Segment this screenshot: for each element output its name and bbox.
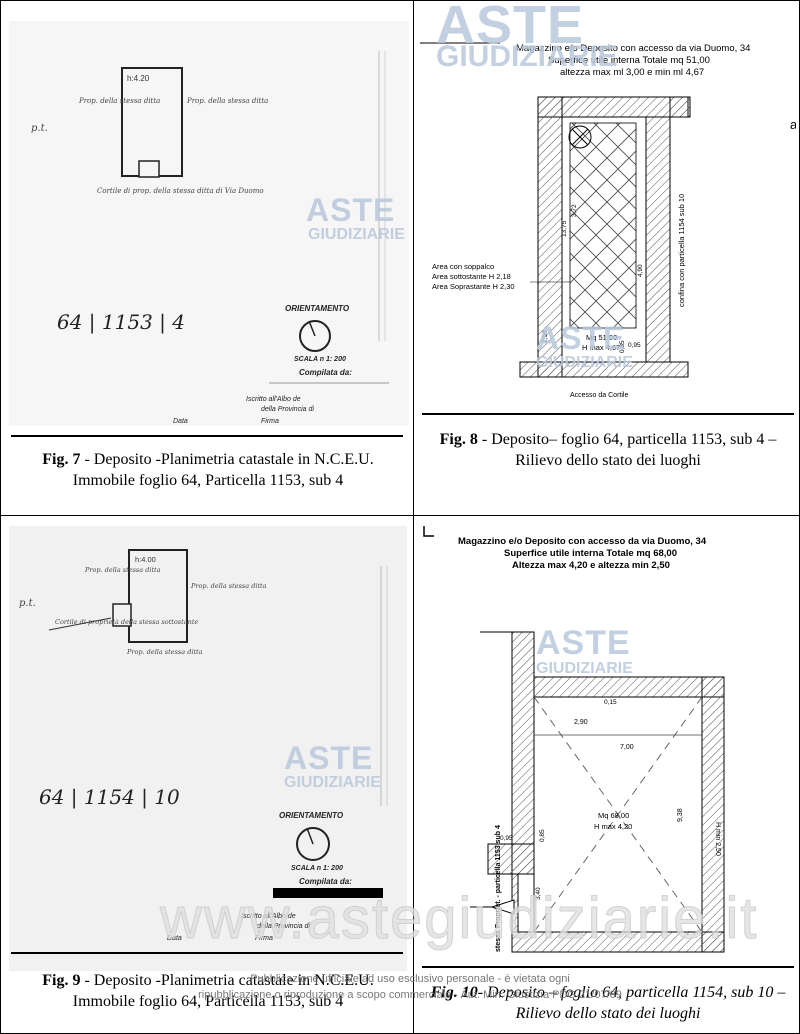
fig8-dim-side: 3,72 [571,204,578,217]
fig7-province-label: della Provincia di [261,406,314,413]
fig7-signature-label: Firma [261,418,279,425]
figure-8-cell: Magazzino e/o Deposito con accesso da vi… [413,0,800,516]
legal-notice-line1: Pubblicazione ufficiale ad uso esclusivo… [250,973,570,985]
fig8-area-label: Mq 51,00 [586,333,617,342]
fig8-mezzanine-line3: Area Soprastante H 2,30 [432,282,515,291]
fig10-dim-side: H min 2,50 [714,822,721,856]
aste-watermark-fig8: ASTE [536,320,626,356]
fig9-handwritten-id: 64 | 1154 | 10 [39,785,180,810]
fig7-caption: Fig. 7 - Deposito -Planimetria catastale… [42,451,374,489]
fig9-scale-label: SCALA n 1: 200 [291,865,343,872]
fig10-title-line2: Superfice utile interna Totale mq 68,00 [504,548,677,559]
fig9-signature-label: Firma [255,935,273,942]
fig7-orientation-label: ORIENTAMENTO [285,304,350,313]
giudiziarie-watermark-fig7: GIUDIZIARIE [308,226,405,243]
fig10-title-line3: Altezza max 4,20 e altezza min 2,50 [512,560,670,571]
giudiziarie-watermark-fig10: GIUDIZIARIE [536,660,633,677]
fig7-date-label: Data [173,418,188,425]
fig8-dim-small2: 0,85 [619,340,626,353]
fig7-left-note: Prop. della stessa ditta [78,97,160,105]
fig10-area-label: Mq 68,00 [598,811,629,820]
figure-8-survey-plan: Magazzino e/o Deposito con accesso da vi… [420,42,796,399]
fig9-registry-label: Iscritto all'Albo de [241,913,296,920]
site-watermark: www.astegiudiziarie.it [159,886,759,952]
fig10-border-label: stessa Propriet. - particella 1153 sub 4 [495,825,502,952]
figure-9-cell: h:4.00 Prop. della stessa ditta Prop. de… [0,515,414,1034]
aste-watermark-fig7: ASTE [306,192,396,228]
fig9-date-label: Data [167,935,182,942]
fig7-right-note: Prop. della stessa ditta [186,97,268,105]
aste-watermark-top: ASTE [436,0,585,55]
fig7-scale-label: SCALA n 1: 200 [294,356,346,363]
fig10-caption: Fig. 10- Deposito – foglio 64, particell… [430,984,786,1022]
fig9-left-note: Prop. della stessa ditta [84,566,161,574]
fig8-title-line2: Superfice utile interna Totale mq 51,00 [548,55,710,66]
fig9-courtyard-note: Cortile di proprietà della stessa sottos… [55,618,198,626]
fig8-dim-len: 13,75 [561,220,568,237]
fig8-dim-small: 0,95 [628,342,641,349]
giudiziarie-watermark-fig8: GIUDIZIARIE [536,354,633,371]
fig8-mezzanine-line1: Area con soppalco [432,262,494,271]
fig8-caption: Fig. 8 - Deposito– foglio 64, particella… [439,431,777,469]
fig8-title-line1: Magazzino e/o Deposito con accesso da vi… [516,43,750,54]
fig7-compiled-label: Compilata da: [299,368,352,377]
fig10-title-line1: Magazzino e/o Deposito con accesso da vi… [458,536,707,547]
fig7-courtyard-note: Cortile di prop. della stessa ditta di V… [97,187,264,195]
fig7-handwritten-id: 64 | 1153 | 4 [57,310,185,335]
fig10-dim-top: 2,90 [574,719,588,726]
fig8-access-label: Accesso da Cortile [570,392,628,399]
fig8-height-label: H max 4,67 [582,343,620,352]
aste-watermark-fig10: ASTE [536,624,631,662]
fig10-rule [422,966,794,968]
giudiziarie-watermark-fig9: GIUDIZIARIE [284,774,381,791]
aste-watermark-fig9: ASTE [284,740,374,776]
figure-9-cadastral-plan: h:4.00 Prop. della stessa ditta Prop. de… [9,526,407,971]
fig10-height-label: H max 4,20 [594,822,632,831]
fig8-title-line3: altezza max ml 3,00 e min ml 4,67 [560,67,704,78]
figure-7-cadastral-plan: h:4.20 Prop. della stessa ditta Prop. de… [9,21,409,426]
fig7-rule [11,435,403,437]
fig10-dim-width: 7,00 [620,744,634,751]
fig7-floor-label: p.t. [31,123,48,134]
fig10-dim-step: 3,40 [535,887,542,900]
figure-10-cell: Magazzino e/o Deposito con accesso da vi… [413,515,800,1034]
fig10-dim-small2: 0,85 [539,829,546,842]
legal-notice-line2: ripubblicazione o riproduzione a scopo c… [198,989,622,1001]
fig10-dim-top2: 0,15 [604,699,617,706]
figure-7-cell: h:4.20 Prop. della stessa ditta Prop. de… [0,0,414,516]
fig7-registry-label: Iscritto all'Albo de [246,396,301,403]
fig8-rule [422,413,794,415]
fig8-stray-letter: a [790,117,796,132]
fig9-h-label: h:4.00 [135,555,156,564]
fig9-caption: Fig. 9 - Deposito -Planimetria catastale… [42,972,374,1010]
fig10-dim-small: 0,95 [500,835,513,842]
fig8-dim-width: 2,90 [542,330,549,343]
fig9-lower-note: Prop. della stessa ditta [126,648,203,656]
fig9-rule [11,952,403,954]
fig8-mezzanine-line2: Area sottostante H 2,18 [432,272,511,281]
fig10-dim-len: 9,38 [677,808,684,822]
fig9-province-label: della Provincia di [257,923,310,930]
fig7-h-label: h:4.20 [127,74,150,83]
figure-10-survey-plan: Magazzino e/o Deposito con accesso da vi… [423,526,725,953]
fig8-border-label: confina con particella 1154 sub 10 [677,194,686,307]
fig8-dim-len2: 4,90 [637,264,644,277]
fig9-right-note: Prop. della stessa ditta [190,582,267,590]
fig9-compiled-label: Compilata da: [299,877,352,886]
fig9-orientation-label: ORIENTAMENTO [279,811,344,820]
fig9-floor-label: p.t. [19,598,36,609]
giudiziarie-watermark-top: GIUDIZIARIE [436,40,618,73]
